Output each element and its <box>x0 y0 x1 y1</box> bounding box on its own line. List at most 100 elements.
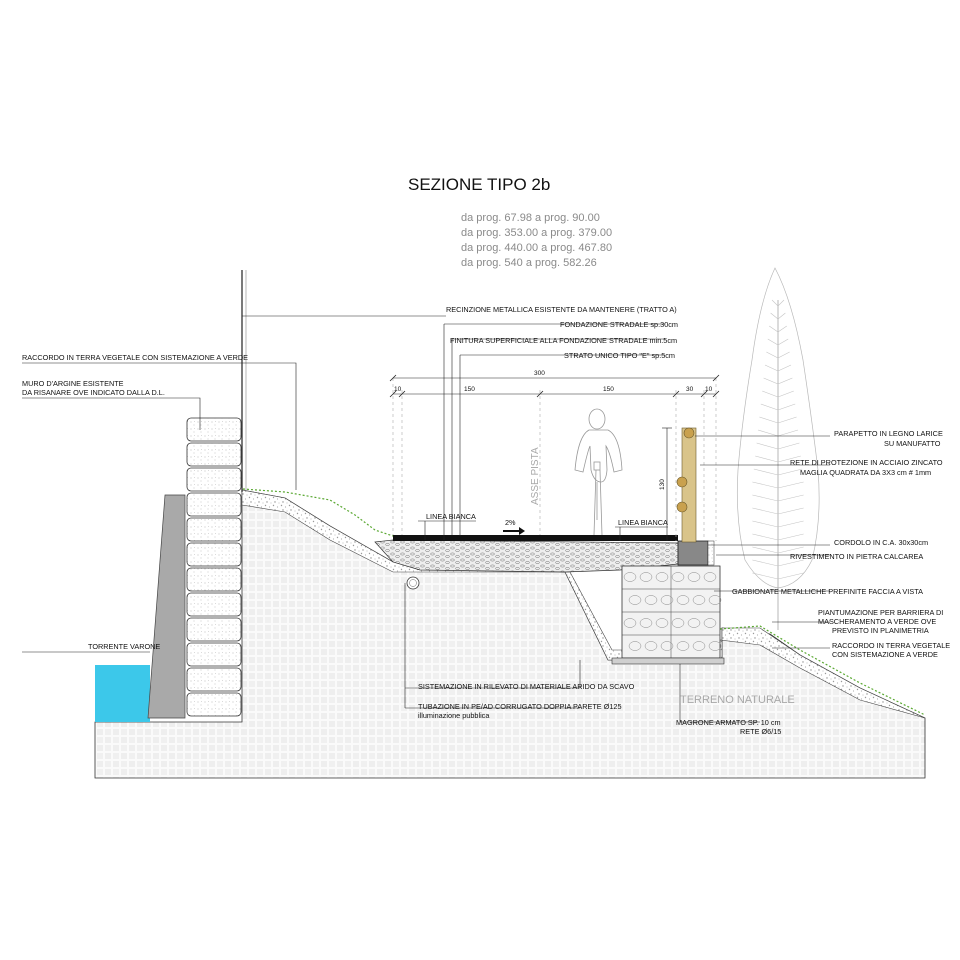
label-linea-bianca-left: LINEA BIANCA <box>426 512 476 521</box>
label-magrone-1: MAGRONE ARMATO SP. 10 cm <box>676 718 781 727</box>
dim-left-10: 10 <box>394 386 402 393</box>
gabion-stone <box>623 618 637 628</box>
label-magrone-2: RETE Ø6/15 <box>740 727 781 736</box>
wall-stone-block <box>186 517 242 542</box>
label-finitura: FINITURA SUPERFICIALE ALLA FONDAZIONE ST… <box>450 336 677 345</box>
tree-branch <box>752 559 804 567</box>
label-recinzione: RECINZIONE METALLICA ESISTENTE DA MANTEN… <box>446 305 677 314</box>
label-piantumazione-1: PIANTUMAZIONE PER BARRIERA DI <box>818 608 943 617</box>
gabion-stone <box>639 572 653 582</box>
dim-height-130: 130 <box>659 479 666 490</box>
label-raccordo-right-2: CON SISTEMAZIONE A VERDE <box>832 650 938 659</box>
prog-line-4: da prog. 540 a prog. 582.26 <box>461 257 597 269</box>
label-muro-2: DA RISANARE OVE INDICATO DALLA D.L. <box>22 388 165 397</box>
tree-branch <box>755 455 801 463</box>
conduit-pipe-icon <box>406 576 420 590</box>
gabion-stone <box>708 595 722 605</box>
wall-stone-block <box>186 592 242 617</box>
wall-stone-block <box>186 492 242 517</box>
tree-branch <box>759 416 797 424</box>
wall-stone-block <box>186 692 242 717</box>
grass-left <box>242 488 394 537</box>
lean-concrete <box>611 657 725 665</box>
ground-section <box>94 489 926 779</box>
slope-arrow-icon <box>503 527 525 535</box>
limestone-cladding <box>707 540 715 566</box>
gabion-stone <box>687 572 701 582</box>
label-parapetto-2: SU MANUFATTO <box>884 439 941 448</box>
label-raccordo-left: RACCORDO IN TERRA VEGETALE CON SISTEMAZI… <box>22 353 248 362</box>
gabion-stone <box>703 572 717 582</box>
gabion-stone <box>623 572 637 582</box>
label-gabbionate: GABBIONATE METALLICHE PREFINITE FACCIA A… <box>732 587 923 596</box>
gabion-stone <box>639 618 653 628</box>
tree-branch <box>770 312 786 320</box>
gabion-stone <box>628 641 642 651</box>
gabion-stone <box>703 618 717 628</box>
prog-line-2: da prog. 353.00 a prog. 379.00 <box>461 227 612 239</box>
wall-stone-block <box>186 642 242 667</box>
dim-left-150: 150 <box>464 386 475 393</box>
gabion-stone <box>692 641 706 651</box>
gabion-stone <box>692 595 706 605</box>
label-asse-pista: ASSE PISTA <box>530 447 541 505</box>
label-raccordo-right-1: RACCORDO IN TERRA VEGETALE <box>832 641 950 650</box>
tree-branch <box>752 520 804 528</box>
dim-30: 30 <box>686 386 694 393</box>
tree-branch <box>752 481 804 489</box>
gabion-stone <box>687 618 701 628</box>
label-terreno-naturale: TERRENO NATURALE <box>680 694 795 706</box>
prog-line-3: da prog. 440.00 a prog. 467.80 <box>461 242 612 254</box>
label-piantumazione-2: MASCHERAMENTO A VERDE OVE <box>818 617 936 626</box>
dim-total: 300 <box>534 370 545 377</box>
tree-branch <box>752 572 804 580</box>
tree-branch <box>752 533 804 541</box>
retaining-wall <box>147 494 186 719</box>
wall-stone-block <box>186 417 242 442</box>
tree-branch <box>763 377 793 385</box>
gabion-stone <box>628 595 642 605</box>
tree-branch <box>762 390 794 398</box>
leader-lines <box>22 315 830 723</box>
wall-stone-block <box>186 617 242 642</box>
wooden-parapet <box>676 427 697 543</box>
gabion-stone <box>708 641 722 651</box>
gabion-stone <box>671 618 685 628</box>
label-piantumazione-3: PREVISTO IN PLANIMETRIA <box>832 626 929 635</box>
tree-branch <box>771 299 785 307</box>
label-strato: STRATO UNICO TIPO "E" sp.5cm <box>564 351 675 360</box>
gabion-stone <box>644 641 658 651</box>
tree-branch <box>760 403 796 411</box>
gabion-stone <box>660 595 674 605</box>
section-title: SEZIONE TIPO 2b <box>408 175 550 194</box>
label-muro-1: MURO D'ARGINE ESISTENTE <box>22 379 124 388</box>
gabion-stone <box>655 572 669 582</box>
gabion-stone <box>660 641 674 651</box>
wall-stone-block <box>186 467 242 492</box>
dimension-lines <box>389 374 720 541</box>
tree-branch <box>752 494 804 502</box>
label-parapetto-1: PARAPETTO IN LEGNO LARICE <box>834 429 943 438</box>
label-tubazione-1: TUBAZIONE IN PE/AD CORRUGATO DOPPIA PARE… <box>418 702 622 711</box>
label-torrente: TORRENTE VARONE <box>88 642 160 651</box>
dim-right-150: 150 <box>603 386 614 393</box>
label-tubazione-2: illuminazione pubblica <box>418 711 490 720</box>
label-rivestimento: RIVESTIMENTO IN PIETRA CALCAREA <box>790 552 923 561</box>
gabion-stone <box>655 618 669 628</box>
stone-blocks <box>186 417 242 717</box>
wall-stone-block <box>186 542 242 567</box>
prog-line-1: da prog. 67.98 a prog. 90.00 <box>461 212 600 224</box>
asphalt-surface <box>393 535 678 541</box>
torrent-water <box>95 665 150 722</box>
label-linea-bianca-right: LINEA BIANCA <box>618 518 668 527</box>
tree-branch <box>764 364 792 372</box>
wall-stone-block <box>186 667 242 692</box>
label-fondazione: FONDAZIONE STRADALE sp.30cm <box>560 320 678 329</box>
tree-branch <box>767 338 789 346</box>
tree-branch <box>752 546 804 554</box>
gabion-stone <box>676 641 690 651</box>
dim-right-10: 10 <box>705 386 713 393</box>
tree-branch <box>756 442 800 450</box>
wall-stone-block <box>186 442 242 467</box>
